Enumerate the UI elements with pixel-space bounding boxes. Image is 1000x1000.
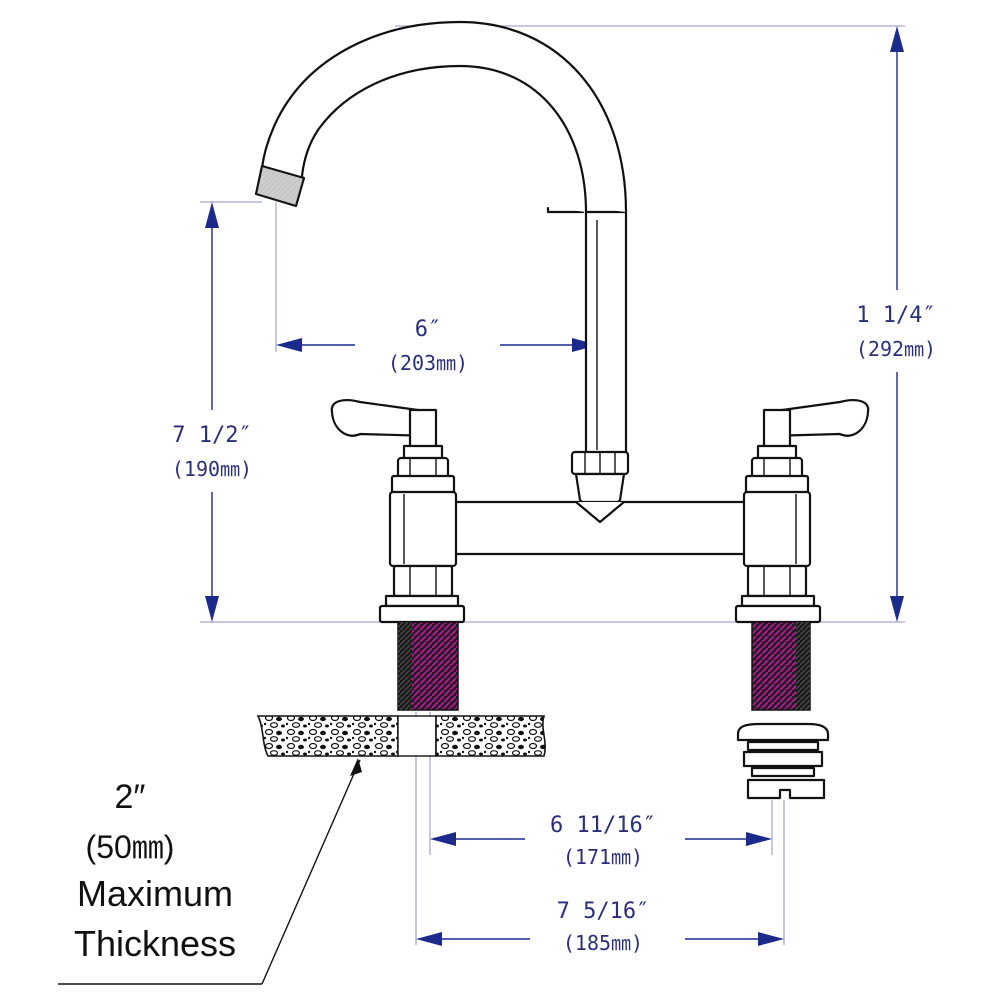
overall-height-metric: (292㎜)	[856, 337, 936, 361]
spout-reach-metric: (203㎜)	[388, 351, 468, 375]
outer-spacing-imperial: 7 5/16″	[557, 899, 650, 924]
overall-height-dimension: 1 1/4″ (292㎜)	[856, 26, 936, 622]
thickness-leader	[58, 758, 362, 985]
arrow-down-icon	[890, 596, 904, 622]
thickness-label-line2: Thickness	[74, 923, 236, 964]
left-flange	[378, 604, 466, 624]
faucet-body	[254, 20, 870, 711]
arrow-down-icon	[205, 596, 219, 622]
left-hex-nut	[392, 564, 454, 598]
mounting-nut-assembly	[736, 722, 830, 800]
spout-clearance-dimension: 7 1/2″ (190㎜)	[172, 202, 252, 622]
outer-spacing-metric: (185㎜)	[563, 931, 643, 955]
thickness-value: 2″	[115, 778, 146, 816]
right-flange	[734, 604, 822, 624]
spout-clearance-metric: (190㎜)	[172, 457, 252, 481]
right-hex-nut	[746, 564, 808, 598]
arrow-up-icon	[890, 26, 904, 52]
arrow-right-icon	[758, 932, 784, 946]
arrow-left-icon	[276, 338, 302, 352]
left-valve	[330, 399, 466, 711]
spout-clearance-imperial: 7 1/2″	[172, 423, 251, 448]
spout-reach-imperial: 6″	[415, 317, 442, 342]
spout-tube	[584, 210, 628, 459]
max-thickness-note: 2″ (50㎜) Maximum Thickness	[74, 778, 236, 964]
arrow-left-icon	[430, 832, 456, 846]
arrow-right-icon	[746, 832, 772, 846]
thickness-metric: (50㎜)	[86, 829, 175, 865]
spout-reach-dimension: 6″ (203㎜)	[276, 317, 598, 375]
inner-spacing-metric: (171㎜)	[563, 845, 643, 869]
right-valve	[734, 399, 870, 711]
outer-spacing-dimension: 7 5/16″ (185㎜)	[416, 899, 784, 955]
overall-height-imperial: 1 1/4″	[856, 303, 935, 328]
arrow-left-icon	[416, 932, 442, 946]
thickness-label-line1: Maximum	[77, 873, 233, 914]
inner-spacing-dimension: 6 11/16″ (171㎜)	[430, 813, 772, 869]
inner-spacing-imperial: 6 11/16″	[550, 813, 656, 838]
countertop-section	[256, 715, 546, 757]
arrow-up-icon	[205, 202, 219, 228]
